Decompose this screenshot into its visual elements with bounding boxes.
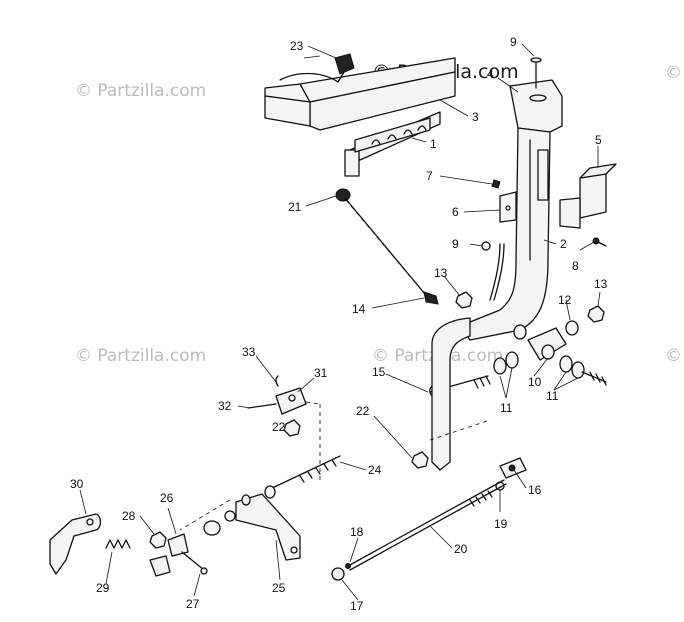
shaft-right bbox=[581, 371, 607, 386]
callout-3: 3 bbox=[472, 110, 479, 124]
callout-30: 30 bbox=[70, 477, 84, 491]
part-29-spring bbox=[105, 539, 171, 577]
callout-28: 28 bbox=[122, 509, 136, 523]
callout-32: 32 bbox=[218, 399, 232, 413]
callout-14: 14 bbox=[352, 302, 366, 316]
watermark-mid-right: © Partzilla.com bbox=[665, 346, 684, 366]
part-24-cable bbox=[267, 455, 341, 491]
callout-10: 10 bbox=[528, 375, 542, 389]
callout-7: 7 bbox=[426, 169, 433, 183]
part-31-bracket bbox=[275, 387, 307, 415]
callout-26: 26 bbox=[160, 491, 174, 505]
lower-lever-arm bbox=[431, 317, 471, 471]
part-2-lever bbox=[459, 127, 551, 341]
part-22-nut-left bbox=[283, 419, 301, 437]
part-28-nut bbox=[149, 531, 167, 549]
callout-13-right: 13 bbox=[594, 277, 608, 291]
part-14-cable-end bbox=[423, 291, 439, 305]
part-12-washer bbox=[565, 320, 579, 336]
callout-9-top: 9 bbox=[510, 35, 517, 49]
part-9-nut-mid bbox=[481, 241, 491, 251]
watermark-mid-left: © Partzilla.com bbox=[75, 346, 206, 366]
callout-13-left: 13 bbox=[434, 266, 448, 280]
part-11-washers bbox=[493, 324, 585, 379]
part-32-33-fittings bbox=[247, 375, 279, 409]
callout-9-mid: 9 bbox=[452, 237, 459, 251]
callout-11-right: 11 bbox=[546, 389, 559, 403]
callout-11-left: 11 bbox=[500, 401, 513, 415]
part-6-plate bbox=[499, 191, 517, 223]
part-10-pivot-block bbox=[527, 327, 567, 361]
callout-27: 27 bbox=[186, 597, 200, 611]
callout-19: 19 bbox=[494, 517, 508, 531]
part-30-bracket bbox=[49, 513, 102, 575]
callout-22-left: 22 bbox=[272, 420, 286, 434]
part-1-slotted-bracket bbox=[354, 117, 431, 153]
callout-5: 5 bbox=[595, 133, 602, 147]
callout-6: 6 bbox=[452, 205, 459, 219]
spring-cable bbox=[489, 243, 501, 301]
watermark-top-left: © Partzilla.com bbox=[75, 81, 206, 101]
callout-33: 33 bbox=[242, 345, 256, 359]
part-20-rod bbox=[347, 479, 507, 571]
part-26-clamp bbox=[167, 533, 189, 557]
spring-cable-outline bbox=[493, 243, 505, 301]
washer-cable-end bbox=[241, 485, 276, 506]
part-3-bar bbox=[264, 57, 456, 177]
alignment-lines bbox=[179, 401, 491, 531]
part-16-clevis bbox=[499, 457, 527, 479]
part-25-bracket bbox=[235, 493, 301, 561]
part-17-rod-end bbox=[331, 563, 351, 581]
part-5-box-bracket bbox=[559, 163, 617, 229]
part-8-screw bbox=[592, 237, 607, 247]
callout-1: 1 bbox=[430, 137, 437, 151]
callout-31: 31 bbox=[314, 366, 328, 380]
callout-21: 21 bbox=[288, 200, 302, 214]
part-22-nut-center bbox=[411, 451, 429, 469]
part-23-switch bbox=[279, 53, 355, 83]
callout-29: 29 bbox=[96, 581, 110, 595]
part-7-screw bbox=[491, 179, 501, 189]
callout-labels: 23 9 4 3 1 5 7 21 6 9 2 8 13 13 12 14 33… bbox=[70, 35, 608, 613]
callout-16: 16 bbox=[528, 483, 542, 497]
callout-12: 12 bbox=[558, 293, 572, 307]
callout-18: 18 bbox=[350, 525, 364, 539]
callout-20: 20 bbox=[454, 542, 468, 556]
watermark-top-right: © Partzilla.com bbox=[665, 63, 684, 83]
callout-2: 2 bbox=[560, 237, 567, 251]
callout-23: 23 bbox=[290, 39, 304, 53]
part-27-bolt bbox=[181, 551, 208, 575]
part-13-nut-right bbox=[587, 305, 605, 323]
callout-24: 24 bbox=[368, 463, 382, 477]
leader-lines bbox=[79, 43, 601, 601]
cable-boot bbox=[203, 510, 236, 536]
part-21-grommet bbox=[335, 188, 351, 202]
callout-15: 15 bbox=[372, 365, 386, 379]
callout-22-center: 22 bbox=[356, 404, 370, 418]
cable-line bbox=[344, 197, 431, 301]
callout-17: 17 bbox=[350, 599, 364, 613]
part-9-screw-top bbox=[530, 57, 542, 89]
callout-25: 25 bbox=[272, 581, 286, 595]
callout-4: 4 bbox=[487, 67, 494, 81]
callout-8: 8 bbox=[572, 259, 579, 273]
